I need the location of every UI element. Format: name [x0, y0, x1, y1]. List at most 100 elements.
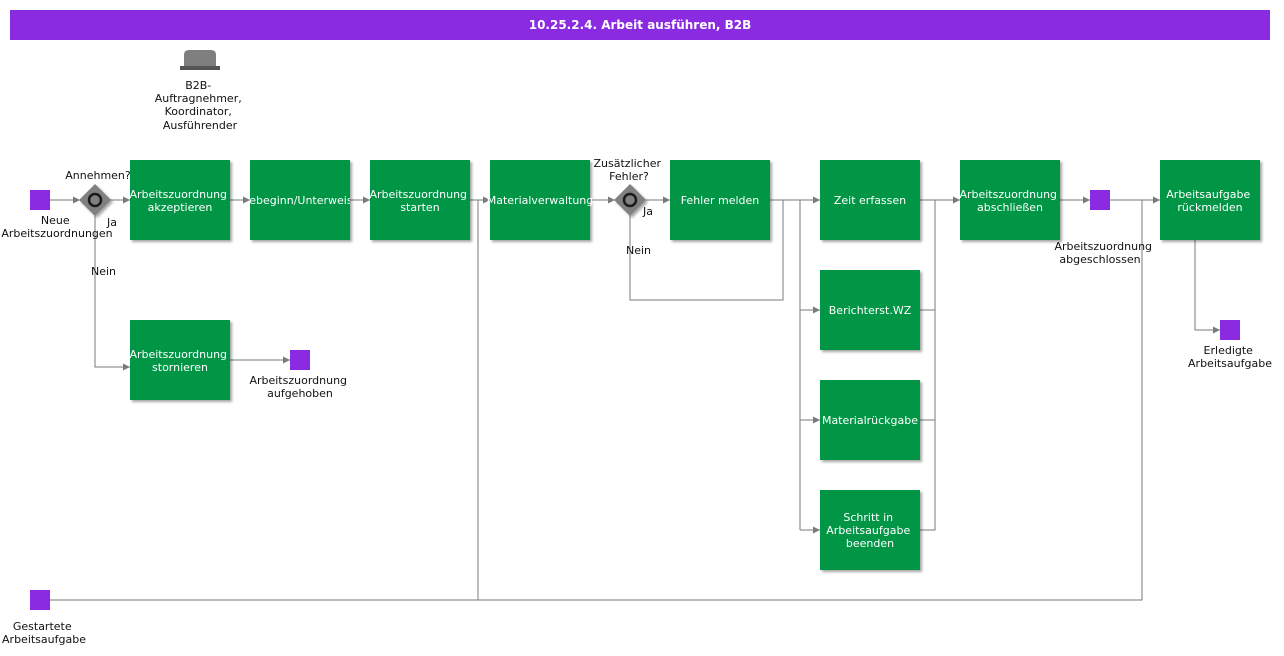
svg-text:Erledigte Arbeitsaufga: Erledigte Arbeitsaufgabe	[1188, 344, 1272, 370]
svg-text:Zeit erfassen: Zeit erfassen	[834, 194, 906, 207]
flow-arrowhead	[123, 196, 130, 204]
task-arbeitszuordnung-starten[interactable]: Arbeitszuordnung starten	[369, 160, 470, 240]
task-label: beenden	[846, 537, 894, 550]
event-label: aufgehoben	[267, 387, 333, 400]
task-label: Zeit erfassen	[834, 194, 906, 207]
gateway-annehmen[interactable]: Annehmen? Ja Nein	[65, 169, 131, 278]
flow-arrowhead	[283, 356, 290, 364]
task-materialverwaltung[interactable]: Materialverwaltung	[487, 160, 594, 240]
svg-text:Arbeitsaufgabe rückmel: Arbeitsaufgabe rückmelden	[1166, 188, 1253, 214]
gateways: Annehmen? Ja Nein Zusätzlicher Fehler? J…	[65, 157, 665, 278]
task-label: Arbeitsaufgabe	[826, 524, 910, 537]
gateway-no-label: Nein	[91, 265, 116, 278]
task-label: Fehler melden	[681, 194, 760, 207]
task-materialrueckgabe[interactable]: Materialrückgabe	[820, 380, 920, 460]
task-arbeitsaufgabe-rueckmelden[interactable]: Arbeitsaufgabe rückmelden	[1160, 160, 1260, 240]
event-label: Erledigte	[1204, 344, 1254, 357]
event-label: Arbeitsaufgabe	[2, 633, 86, 646]
task-label: Arbeitsaufgabe	[1166, 188, 1250, 201]
sequence-flows	[50, 196, 1220, 601]
svg-text:Arbeitszuordnung abges: Arbeitszuordnung abgeschlossen	[1054, 240, 1155, 266]
svg-text:Arbeitszuordnung aufge: Arbeitszuordnung aufgehoben	[249, 374, 350, 400]
flow-arrowhead	[608, 196, 615, 204]
task-label: akzeptieren	[148, 201, 213, 214]
event-label: Neue	[41, 214, 70, 227]
role-line: B2B-	[185, 79, 211, 92]
gateway-zusaetzlicher-fehler[interactable]: Zusätzlicher Fehler? Ja Nein	[594, 157, 665, 257]
gateway-no-label: Nein	[626, 244, 651, 257]
task-arbeitszuordnung-akzeptieren[interactable]: Arbeitszuordnung akzeptieren	[129, 160, 230, 240]
role-line: Koordinator,	[165, 105, 232, 118]
task-label: abschließen	[977, 201, 1043, 214]
flow-arrowhead	[243, 196, 250, 204]
task-arbeitszuordnung-abschliessen[interactable]: Arbeitszuordnung abschließen	[959, 160, 1060, 240]
flow-arrowhead	[1213, 326, 1220, 334]
role-hat-icon	[180, 50, 220, 70]
task-berichterst-wz[interactable]: Berichterst.WZ	[820, 270, 920, 350]
flow-arrowhead	[1083, 196, 1090, 204]
svg-text:Berichterst.WZ: Berichterst.WZ	[829, 304, 912, 317]
gateway-question: Fehler?	[609, 170, 649, 183]
task-label: rückmelden	[1177, 201, 1242, 214]
tasks: Arbeitszuordnung akzeptieren Reisebeginn…	[129, 160, 1260, 570]
task-label: Arbeitszuordnung	[129, 188, 227, 201]
diagram-title: 10.25.2.4. Arbeit ausführen, B2B	[10, 10, 1270, 40]
svg-text:Annehmen?: Annehmen?	[65, 169, 131, 182]
flow-arrowhead	[813, 196, 820, 204]
event-label: Arbeitszuordnung	[249, 374, 347, 387]
flow-arrowhead	[1153, 196, 1160, 204]
flow-line	[94, 215, 130, 368]
gateway-question: Annehmen?	[65, 169, 131, 182]
task-label: Arbeitszuordnung	[369, 188, 467, 201]
gateway-yes-label: Ja	[106, 216, 117, 229]
svg-text:Schritt in Arbeitsaufg: Schritt in Arbeitsaufgabe beenden	[826, 511, 913, 550]
event-label: Arbeitsaufgabe	[1188, 357, 1272, 370]
svg-text:Neue Arbeitszuordnunge: Neue Arbeitszuordnungen	[1, 214, 112, 240]
task-label: starten	[400, 201, 439, 214]
task-schritt-beenden[interactable]: Schritt in Arbeitsaufgabe beenden	[820, 490, 920, 570]
flow-line	[50, 200, 1143, 601]
role-line: Auftragnehmer,	[155, 92, 242, 105]
svg-text:Fehler melden: Fehler melden	[681, 194, 760, 207]
event-neue-arbeitszuordnungen[interactable]: Neue Arbeitszuordnungen	[1, 190, 113, 240]
task-label: Schritt in	[843, 511, 893, 524]
event-gestartete-arbeitsaufgabe[interactable]: Gestartete Arbeitsaufgabe	[2, 590, 86, 646]
role-line: Ausführender	[163, 119, 238, 132]
flow-arrowhead	[483, 196, 490, 204]
task-zeit-erfassen[interactable]: Zeit erfassen	[820, 160, 920, 240]
svg-text:Zusätzlicher Fehler?: Zusätzlicher Fehler?	[594, 157, 665, 183]
svg-text:Gestartete Arbeitsaufg: Gestartete Arbeitsaufgabe	[2, 620, 86, 646]
event-arbeitszuordnung-aufgehoben[interactable]: Arbeitszuordnung aufgehoben	[249, 350, 350, 400]
task-reisebeginn-unterweisung[interactable]: Reisebeginn/Unterweisung	[226, 160, 373, 240]
event-arbeitszuordnung-abgeschlossen[interactable]: Arbeitszuordnung abgeschlossen	[1054, 190, 1155, 266]
event-label: Arbeitszuordnung	[1054, 240, 1152, 253]
flow-arrowhead	[813, 306, 820, 314]
task-label: Materialverwaltung	[487, 194, 594, 207]
flow-line	[920, 200, 936, 531]
flow-arrowhead	[813, 416, 820, 424]
event-label: Arbeitszuordnungen	[1, 227, 112, 240]
flow-arrowhead	[123, 363, 130, 371]
event-label: abgeschlossen	[1059, 253, 1140, 266]
svg-text:Arbeitszuordnung storn: Arbeitszuordnung stornieren	[129, 348, 230, 374]
svg-text:Reisebeginn/Unterweisung: Reisebeginn/Unterweisung	[226, 194, 373, 207]
task-arbeitszuordnung-stornieren[interactable]: Arbeitszuordnung stornieren	[129, 320, 230, 400]
flow-arrowhead	[953, 196, 960, 204]
event-erledigte-arbeitsaufgabe[interactable]: Erledigte Arbeitsaufgabe	[1188, 320, 1272, 370]
flow-arrowhead	[663, 196, 670, 204]
svg-text:Materialverwaltung: Materialverwaltung	[487, 194, 594, 207]
svg-text:Materialrückgabe: Materialrückgabe	[822, 414, 918, 427]
task-label: Arbeitszuordnung	[129, 348, 227, 361]
svg-text:Arbeitszuordnung akzep: Arbeitszuordnung akzeptieren	[129, 188, 230, 214]
task-label: stornieren	[152, 361, 208, 374]
flow-arrowhead	[813, 526, 820, 534]
task-label: Reisebeginn/Unterweisung	[226, 194, 373, 207]
task-fehler-melden[interactable]: Fehler melden	[670, 160, 770, 240]
role-label: B2B- Auftragnehmer, Koordinator, Ausführ…	[155, 79, 245, 132]
gateway-question: Zusätzlicher	[594, 157, 662, 170]
gateway-yes-label: Ja	[642, 205, 653, 218]
event-label: Gestartete	[13, 620, 72, 633]
flow-arrowhead	[73, 196, 80, 204]
flow-line	[629, 200, 784, 301]
